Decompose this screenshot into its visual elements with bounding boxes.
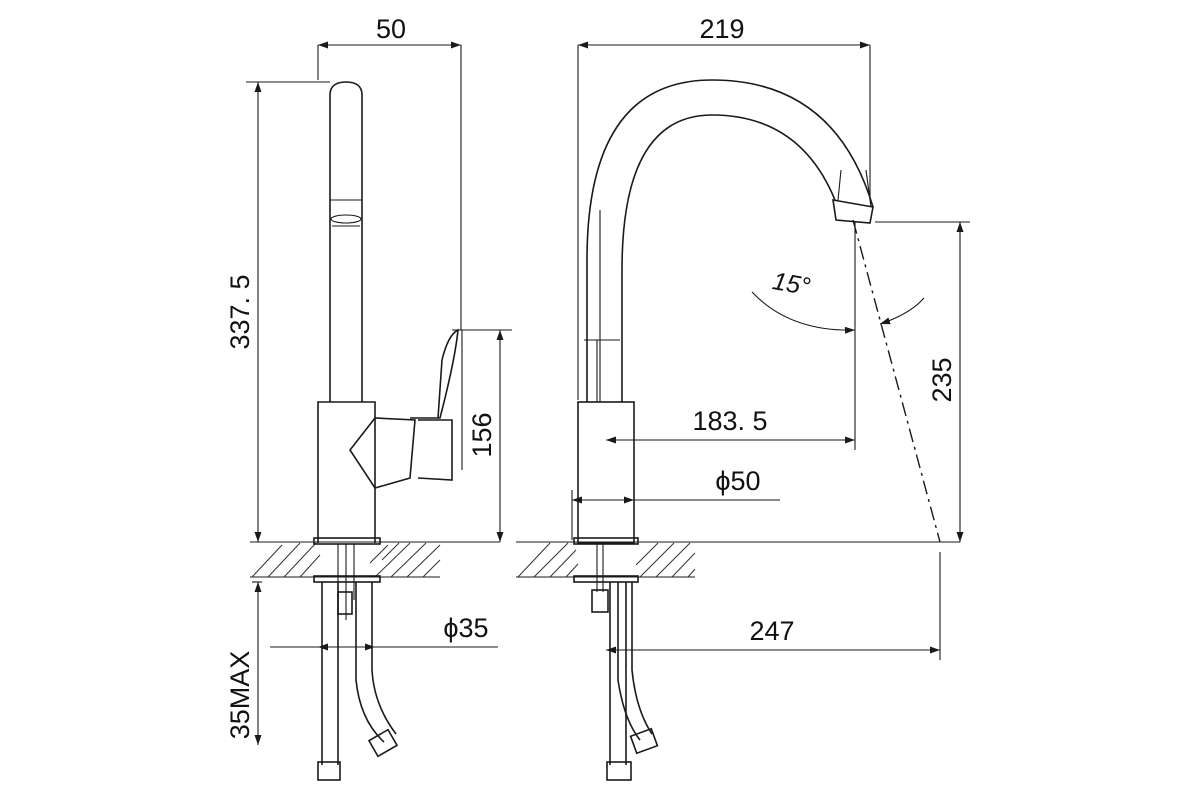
countertop-hatch-left: [250, 541, 500, 578]
water-stream-line: [852, 219, 941, 543]
front-aerator: [832, 199, 874, 224]
side-body: [317, 401, 376, 543]
dim-hole-diameter: ϕ35: [443, 613, 488, 643]
dim-total-height: 337. 5: [225, 274, 255, 349]
front-view-dimensions: 219 15° 183. 5 ϕ50 235 247: [571, 14, 970, 660]
side-view-dimensions: 50 337. 5 156 ϕ35 35MAX: [225, 14, 512, 745]
dim-body-diameter: ϕ50: [715, 466, 760, 496]
front-body: [577, 401, 635, 544]
dim-spout-angle: 15°: [770, 267, 812, 301]
dim-spout-height: 235: [927, 357, 957, 402]
dim-spray-reach: 247: [749, 616, 794, 646]
dim-counter-max: 35MAX: [225, 651, 255, 740]
side-handle: [349, 417, 416, 489]
front-view: [516, 79, 960, 781]
front-hose-1: [609, 582, 627, 765]
side-view: [250, 81, 500, 781]
dim-side-width: 50: [376, 14, 406, 44]
dim-spout-reach: 183. 5: [692, 406, 767, 436]
side-hose-2: [355, 582, 397, 743]
side-hose-1: [321, 582, 339, 765]
dim-front-width: 219: [699, 14, 744, 44]
front-spout: [586, 79, 874, 402]
front-hose-2: [617, 582, 653, 741]
countertop-hatch-right: [516, 541, 960, 578]
dim-handle-height: 156: [467, 412, 497, 457]
